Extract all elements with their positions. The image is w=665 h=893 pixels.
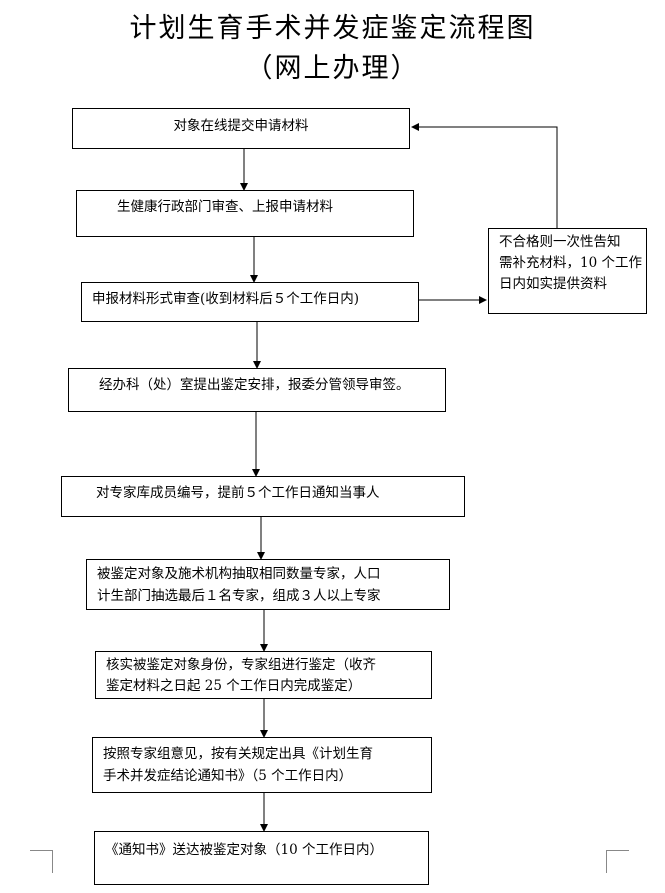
side-note-box: 不合格则一次性告知 需补充材料，10 个工作 日内如实提供资料	[488, 228, 647, 314]
step-6-line-1: 被鉴定对象及施术机构抽取相同数量专家，人口	[97, 566, 381, 582]
step-4-box: 经办科（处）室提出鉴定安排，报委分管领导审签。	[68, 368, 446, 412]
step-6-line-2: 计生部门抽选最后１名专家，组成３人以上专家	[97, 588, 381, 604]
step-2-box: 生健康行政部门审查、上报申请材料	[76, 190, 414, 237]
step-9-box: 《通知书》送达被鉴定对象（10 个工作日内）	[94, 831, 429, 885]
side-note-line-3: 日内如实提供资料	[499, 276, 607, 292]
step-7-line-1: 核实被鉴定对象身份，专家组进行鉴定（收齐	[106, 657, 376, 673]
step-2-line-1: 生健康行政部门审查、上报申请材料	[117, 199, 333, 215]
step-8-line-1: 按照专家组意见，按有关规定出具《计划生育	[103, 746, 373, 762]
step-9-line-1: 《通知书》送达被鉴定对象（10 个工作日内）	[105, 842, 383, 858]
step-4-line-1: 经办科（处）室提出鉴定安排，报委分管领导审签。	[99, 377, 410, 393]
step-6-box: 被鉴定对象及施术机构抽取相同数量专家，人口 计生部门抽选最后１名专家，组成３人以…	[86, 559, 450, 610]
arrow-side-note-back-to-step1	[411, 123, 558, 228]
step-8-line-2: 手术并发症结论通知书》（5 个工作日内）	[103, 768, 353, 784]
side-note-line-2: 需补充材料，10 个工作	[499, 255, 642, 271]
step-1-line-1: 对象在线提交申请材料	[173, 118, 309, 134]
step-3-box: 申报材料形式审查(收到材料后５个工作日内)	[81, 282, 419, 322]
page-corner-mark-right	[606, 850, 629, 873]
page-subtitle: （网上办理）	[245, 53, 420, 84]
step-5-box: 对专家库成员编号，提前５个工作日通知当事人	[61, 476, 465, 517]
page-title: 计划生育手术并发症鉴定流程图	[129, 13, 536, 44]
side-note-line-1: 不合格则一次性告知	[499, 234, 621, 250]
page-corner-mark-left	[30, 850, 53, 873]
step-3-line-1: 申报材料形式审查(收到材料后５个工作日内)	[92, 291, 360, 307]
step-8-box: 按照专家组意见，按有关规定出具《计划生育 手术并发症结论通知书》（5 个工作日内…	[92, 737, 432, 793]
step-1-box: 对象在线提交申请材料	[72, 108, 410, 149]
step-7-line-2: 鉴定材料之日起 25 个工作日内完成鉴定）	[106, 678, 362, 694]
step-5-line-1: 对专家库成员编号，提前５个工作日通知当事人	[96, 485, 380, 501]
step-7-box: 核实被鉴定对象身份，专家组进行鉴定（收齐 鉴定材料之日起 25 个工作日内完成鉴…	[95, 651, 432, 699]
